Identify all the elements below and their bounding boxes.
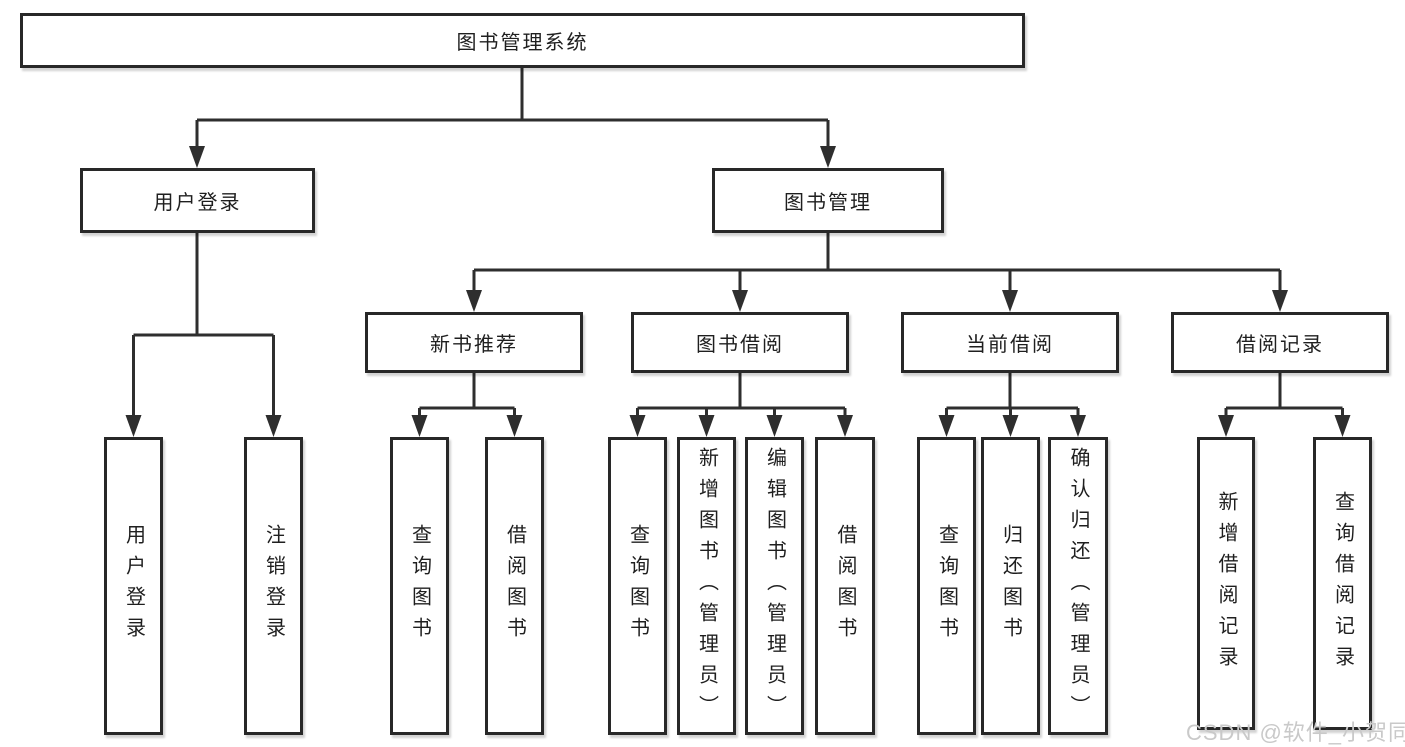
leaf-query-books-current: 查询图书 [917,437,976,735]
leaf-borrow-books-recommend: 借阅图书 [485,437,544,735]
arrowheads [125,146,1351,437]
leaf-logout: 注销登录 [244,437,303,735]
leaf-query-borrow-record: 查询借阅记录 [1313,437,1372,730]
node-root: 图书管理系统 [20,13,1025,68]
node-new-book-recommend: 新书推荐 [365,312,583,373]
leaf-edit-books-admin: 编辑图书（管理员） [745,437,804,735]
leaf-add-borrow-record: 新增借阅记录 [1197,437,1255,730]
leaf-query-books-borrow: 查询图书 [608,437,667,735]
node-current-borrow: 当前借阅 [901,312,1119,373]
node-book-management: 图书管理 [712,168,944,233]
watermark: CSDN @软件_小贺同学 [1186,720,1405,745]
leaf-borrow-books: 借阅图书 [815,437,875,735]
node-user-login: 用户登录 [80,168,315,233]
node-borrow-records: 借阅记录 [1171,312,1389,373]
leaf-return-books: 归还图书 [981,437,1040,735]
leaf-query-books-recommend: 查询图书 [390,437,449,735]
node-book-borrow: 图书借阅 [631,312,849,373]
leaf-add-books-admin: 新增图书（管理员） [677,437,736,735]
leaf-user-login: 用户登录 [104,437,163,735]
leaf-confirm-return-admin: 确认归还（管理员） [1048,437,1108,735]
